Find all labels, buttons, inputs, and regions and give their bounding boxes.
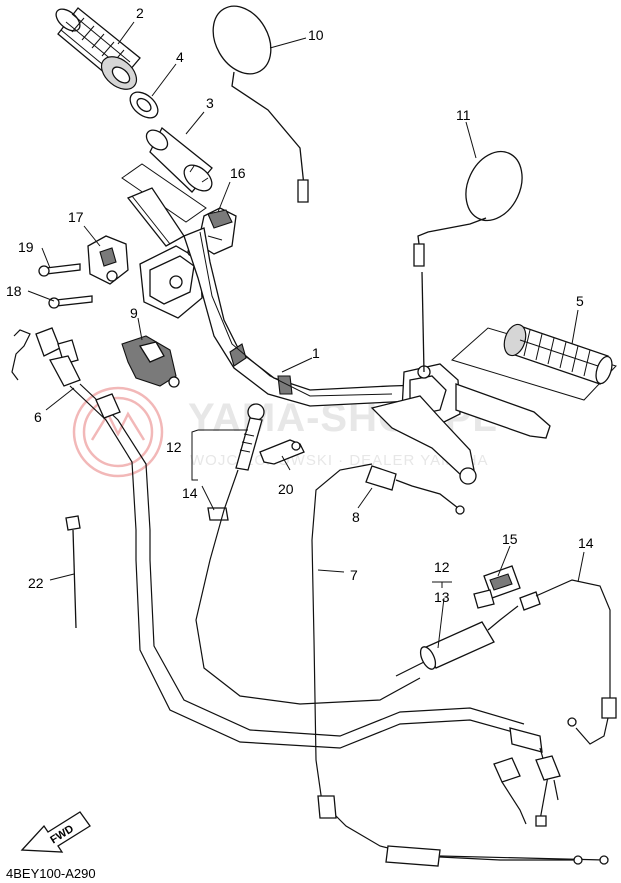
left-grip-part xyxy=(55,7,141,90)
callout-9: 9 xyxy=(130,305,138,321)
callout-4: 4 xyxy=(176,49,184,65)
callout-13: 13 xyxy=(434,589,450,605)
callout-12-choke: 12 xyxy=(166,439,182,455)
throttle-housing-part xyxy=(139,245,203,319)
lead-cable-part xyxy=(519,579,617,745)
callout-6: 6 xyxy=(34,409,42,425)
callout-21: 20 xyxy=(278,481,294,497)
callout-8: 8 xyxy=(352,509,360,525)
right-grip-part xyxy=(451,323,617,401)
callout-15: 14 xyxy=(578,535,594,551)
callout-17: 16 xyxy=(230,165,246,181)
callout-19: 18 xyxy=(6,283,22,299)
callout-18: 17 xyxy=(68,209,84,225)
left-switch-housing-part xyxy=(87,235,129,285)
washer-part xyxy=(129,91,159,119)
leader-lines xyxy=(27,21,585,649)
callout-2: 2 xyxy=(136,5,144,21)
throttle-sleeve-part xyxy=(145,126,213,193)
cable-tie-part xyxy=(65,515,81,629)
connector-part xyxy=(473,565,521,609)
callout-16: 15 xyxy=(502,531,518,547)
cable-adjuster-part xyxy=(365,465,465,515)
callout-12-throttle: 12 xyxy=(434,559,450,575)
callout-14: 14 xyxy=(182,485,198,501)
throttle-cable-part xyxy=(311,463,609,867)
left-mirror-part xyxy=(212,5,309,203)
cable-junction-part xyxy=(395,605,519,677)
fwd-direction-arrow: FWD xyxy=(20,811,91,853)
brake-lever-assembly-part xyxy=(370,363,551,485)
cable-ends-part xyxy=(493,755,561,825)
screw-part-20 xyxy=(38,263,81,277)
callout-22: 22 xyxy=(28,575,44,591)
callout-11: 11 xyxy=(456,107,471,123)
callout-20: 19 xyxy=(18,239,34,255)
choke-cable-part xyxy=(195,403,421,705)
screw-part-19 xyxy=(48,295,93,309)
callout-7: 7 xyxy=(350,567,358,583)
right-mirror-part xyxy=(413,150,523,373)
callout-1: 1 xyxy=(312,345,320,361)
watermark-logo xyxy=(72,386,164,478)
clutch-holder-part xyxy=(121,335,180,388)
callout-3: 3 xyxy=(206,95,214,111)
callout-10: 10 xyxy=(308,27,324,43)
callout-5: 5 xyxy=(576,293,584,309)
bracket-part xyxy=(259,439,305,465)
diagram-code: 4BEY100-A290 xyxy=(6,866,96,881)
clutch-cable-part xyxy=(11,327,549,827)
